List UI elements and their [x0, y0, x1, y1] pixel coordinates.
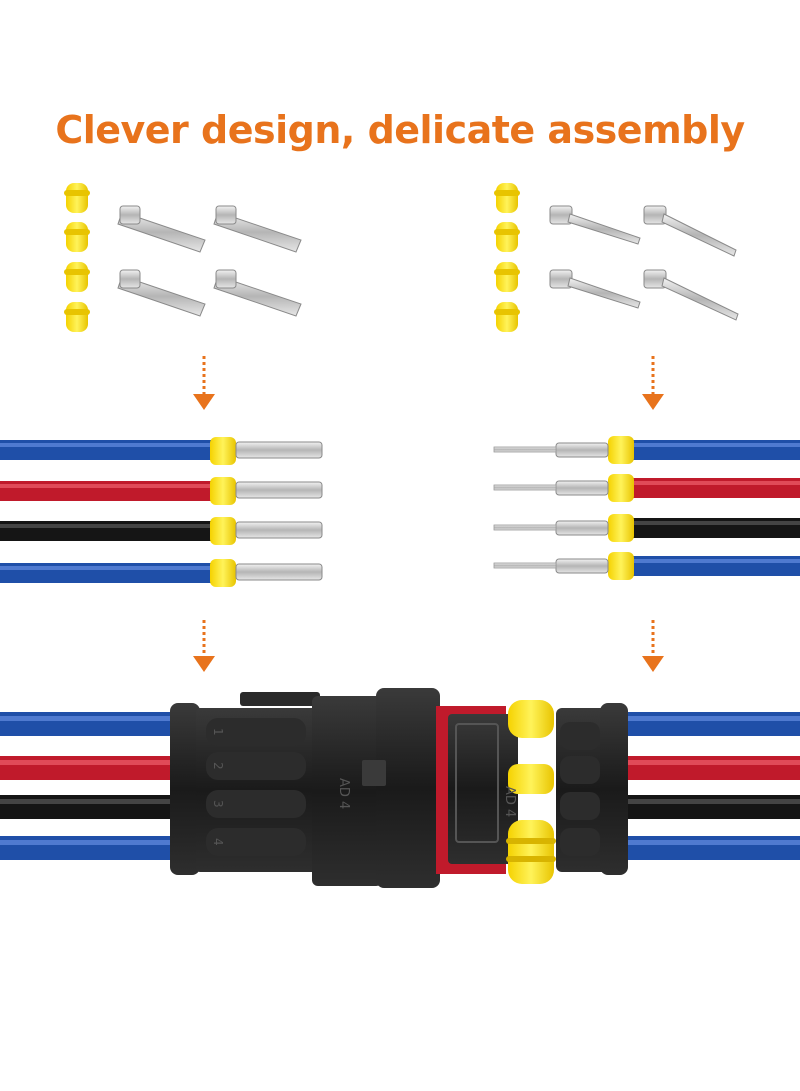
seal-icon	[608, 514, 634, 542]
terminal-icon	[549, 205, 641, 245]
wire-icon	[630, 518, 800, 538]
crimped-wires-right	[493, 436, 800, 580]
terminal-icon	[643, 205, 737, 257]
terminal-icon	[643, 269, 739, 321]
down-arrow-icon	[193, 620, 215, 672]
headline: Clever design, delicate assembly	[55, 108, 745, 152]
wire-icon	[0, 836, 175, 860]
wire-icon	[622, 756, 800, 780]
seal-icon	[64, 262, 90, 292]
wire-icon	[0, 481, 214, 501]
seal-icon	[608, 436, 634, 464]
terminal-icon	[235, 521, 323, 539]
seal-icon	[494, 222, 520, 252]
terminal-icon	[235, 481, 323, 499]
down-arrow-icon	[193, 356, 215, 410]
connector-housing-icon	[448, 703, 628, 875]
pin-number: 4	[211, 838, 225, 846]
pin-number: 2	[211, 762, 225, 770]
seal-icon	[508, 700, 554, 738]
seal-icon	[64, 302, 90, 332]
wire-icon	[630, 556, 800, 576]
terminal-icon	[549, 269, 641, 309]
seal-icon	[210, 477, 236, 505]
terminal-icon	[493, 558, 609, 574]
seal-icon	[64, 222, 90, 252]
wire-icon	[0, 756, 175, 780]
seal-icon	[608, 474, 634, 502]
wire-icon	[622, 836, 800, 860]
seal-icon	[508, 764, 554, 794]
seal-icon	[506, 820, 556, 884]
pin-number-labels-left: 1 2 3 4	[211, 728, 225, 846]
wire-icon	[630, 440, 800, 460]
seal-icon	[494, 262, 520, 292]
wire-icon	[0, 795, 175, 819]
connector-housing-icon	[170, 688, 440, 888]
terminal-icon	[235, 563, 323, 581]
seal-icon	[210, 559, 236, 587]
female-terminals-loose	[117, 205, 302, 317]
terminal-icon	[493, 480, 609, 496]
wire-icon	[622, 712, 800, 736]
terminal-icon	[493, 442, 609, 458]
seal-icon	[608, 552, 634, 580]
seal-icon	[494, 302, 520, 332]
loose-seals-left	[64, 183, 90, 332]
terminal-icon	[213, 205, 302, 253]
wire-icon	[0, 440, 214, 460]
wire-icon	[630, 478, 800, 498]
housing-mark-right: AD 4	[502, 786, 517, 817]
terminal-icon	[213, 269, 302, 317]
down-arrow-icon	[642, 620, 664, 672]
wire-icon	[0, 563, 214, 583]
wire-icon	[0, 712, 175, 736]
seal-icon	[210, 437, 236, 465]
seal-icon	[64, 183, 90, 213]
housing-mark-left: AD 4	[336, 778, 351, 809]
male-terminals-loose	[549, 205, 739, 321]
seal-icon	[494, 183, 520, 213]
terminal-icon	[117, 205, 206, 253]
wire-icon	[0, 521, 214, 541]
loose-seals-right	[494, 183, 520, 332]
terminal-icon	[235, 441, 323, 459]
down-arrow-icon	[642, 356, 664, 410]
pin-number: 1	[211, 728, 225, 736]
assembled-connector: AD 4 1 2 3 4	[0, 688, 800, 888]
wire-icon	[622, 795, 800, 819]
terminal-icon	[493, 520, 609, 536]
pin-number: 3	[211, 800, 225, 808]
terminal-icon	[117, 269, 206, 317]
crimped-wires-left	[0, 437, 323, 587]
seal-icon	[210, 517, 236, 545]
